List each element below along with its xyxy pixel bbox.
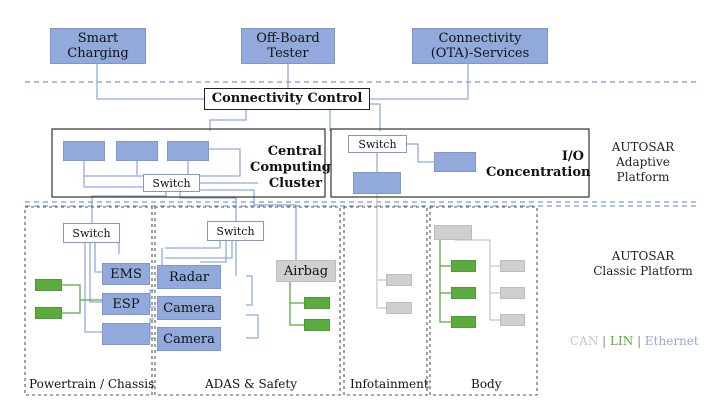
legend-separator-1: | <box>598 334 611 348</box>
powertrain-lin-node-2 <box>35 307 62 319</box>
adaptive-platform-label: AUTOSAR Adaptive Platform <box>611 140 675 184</box>
airbag-lin-node-1 <box>304 297 330 309</box>
central-ecu-1 <box>63 141 105 161</box>
powertrain-ecu-3 <box>102 323 150 345</box>
infotainment-node-2 <box>386 302 412 314</box>
io-concentration-label: I/O Concentration <box>486 149 591 180</box>
legend-lin: LIN <box>610 334 634 348</box>
io-ecu-1 <box>434 152 476 172</box>
io-concentration-frame <box>330 128 590 198</box>
central-ecu-2 <box>116 141 158 161</box>
adas-label: ADAS & Safety <box>205 377 298 391</box>
connectivity-services-box: Connectivity (OTA)-Services <box>412 28 548 64</box>
legend-ethernet: Ethernet <box>644 334 699 348</box>
classic-platform-label: AUTOSAR Classic Platform <box>593 249 693 278</box>
powertrain-switch: Switch <box>63 223 120 243</box>
central-cluster-frame <box>51 128 326 198</box>
infotainment-node-1 <box>386 274 412 286</box>
powertrain-frame <box>24 206 153 396</box>
body-can-node-1 <box>500 260 525 272</box>
powertrain-lin-node-1 <box>35 279 62 291</box>
central-switch: Switch <box>143 174 200 192</box>
smart-charging-box: Smart Charging <box>50 28 146 64</box>
body-gateway <box>434 225 472 240</box>
airbag-lin-node-2 <box>304 319 330 331</box>
body-frame <box>429 206 538 396</box>
io-ecu-2 <box>353 172 401 194</box>
camera-ecu-2: Camera <box>157 327 221 351</box>
airbag-ecu: Airbag <box>276 260 336 282</box>
io-switch: Switch <box>348 135 407 153</box>
central-cluster-label: Central Computing Cluster <box>250 144 331 191</box>
body-label: Body <box>471 377 502 391</box>
infotainment-label: Infotainment <box>350 377 429 391</box>
camera-ecu-1: Camera <box>157 296 221 320</box>
body-can-node-3 <box>500 314 525 326</box>
adas-switch: Switch <box>207 221 264 241</box>
adas-frame <box>154 206 341 396</box>
connectivity-control-box: Connectivity Control <box>204 88 370 110</box>
body-lin-node-3 <box>451 316 476 328</box>
central-ecu-3 <box>167 141 209 161</box>
body-lin-node-2 <box>451 287 476 299</box>
powertrain-label: Powertrain / Chassis <box>29 377 155 391</box>
legend-separator-2: | <box>633 334 645 348</box>
esp-ecu: ESP <box>102 293 150 315</box>
ems-ecu: EMS <box>102 263 150 285</box>
legend-can: CAN <box>570 334 599 348</box>
infotainment-frame <box>343 206 428 396</box>
bus-legend: CAN | LIN | Ethernet <box>570 334 699 348</box>
radar-ecu: Radar <box>157 265 221 289</box>
body-lin-node-1 <box>451 260 476 272</box>
body-can-node-2 <box>500 287 525 299</box>
offboard-tester-box: Off-Board Tester <box>241 28 335 64</box>
